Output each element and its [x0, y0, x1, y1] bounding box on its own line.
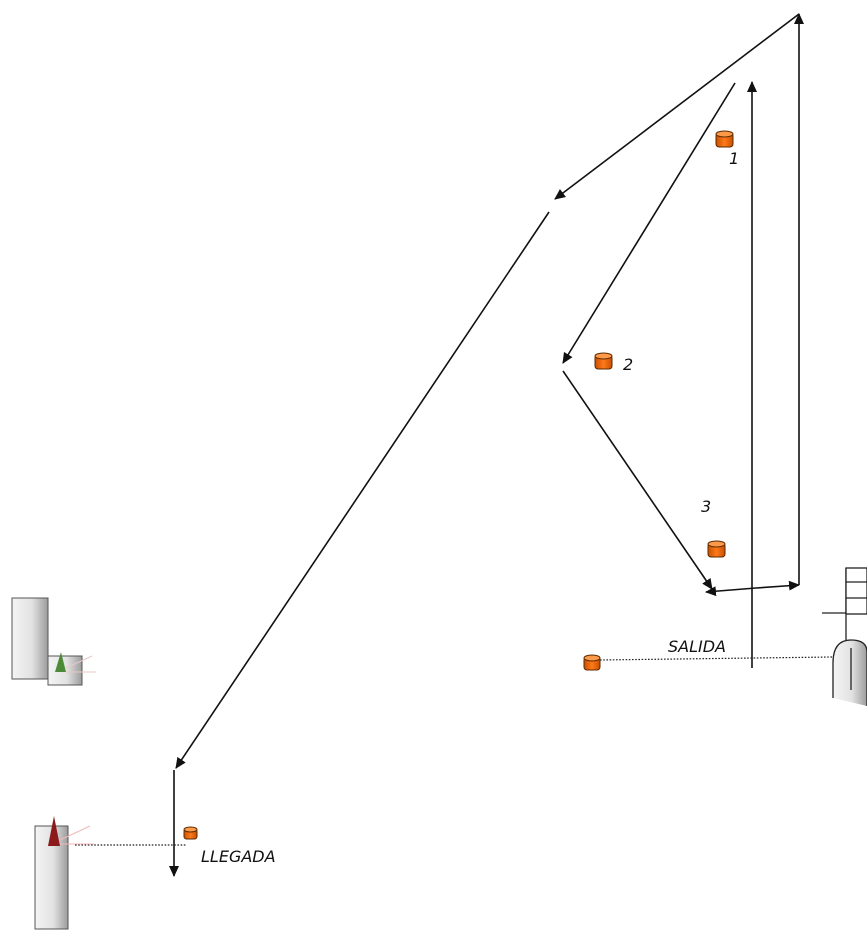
- buoy-2-label: 2: [623, 355, 633, 374]
- start-label: SALIDA: [668, 637, 726, 656]
- buoy-1-icon: [715, 130, 734, 148]
- buoy-llegada-icon: [183, 826, 198, 840]
- buoy-2-icon: [594, 352, 613, 370]
- leg-inner-diagonal: [562, 82, 736, 364]
- leg-start-line-left: [705, 586, 757, 597]
- course-legs: [169, 13, 804, 877]
- tower-green-light-icon: [11, 597, 96, 686]
- leg-return-diagonal: [562, 370, 713, 590]
- buoy-3-label: 3: [701, 497, 711, 516]
- buoy-salida-icon: [583, 654, 601, 671]
- start-dotted-line: [599, 656, 833, 661]
- leg-start-line-right: [755, 580, 800, 591]
- leg-long-diagonal: [175, 211, 550, 769]
- buoy-3-icon: [707, 540, 726, 558]
- committee-boat-icon: [822, 567, 867, 706]
- leg-reach-top: [554, 13, 800, 200]
- buoy-1-label: 1: [729, 149, 739, 168]
- finish-label: LLEGADA: [201, 847, 276, 866]
- tower-red-light-icon: [34, 816, 94, 930]
